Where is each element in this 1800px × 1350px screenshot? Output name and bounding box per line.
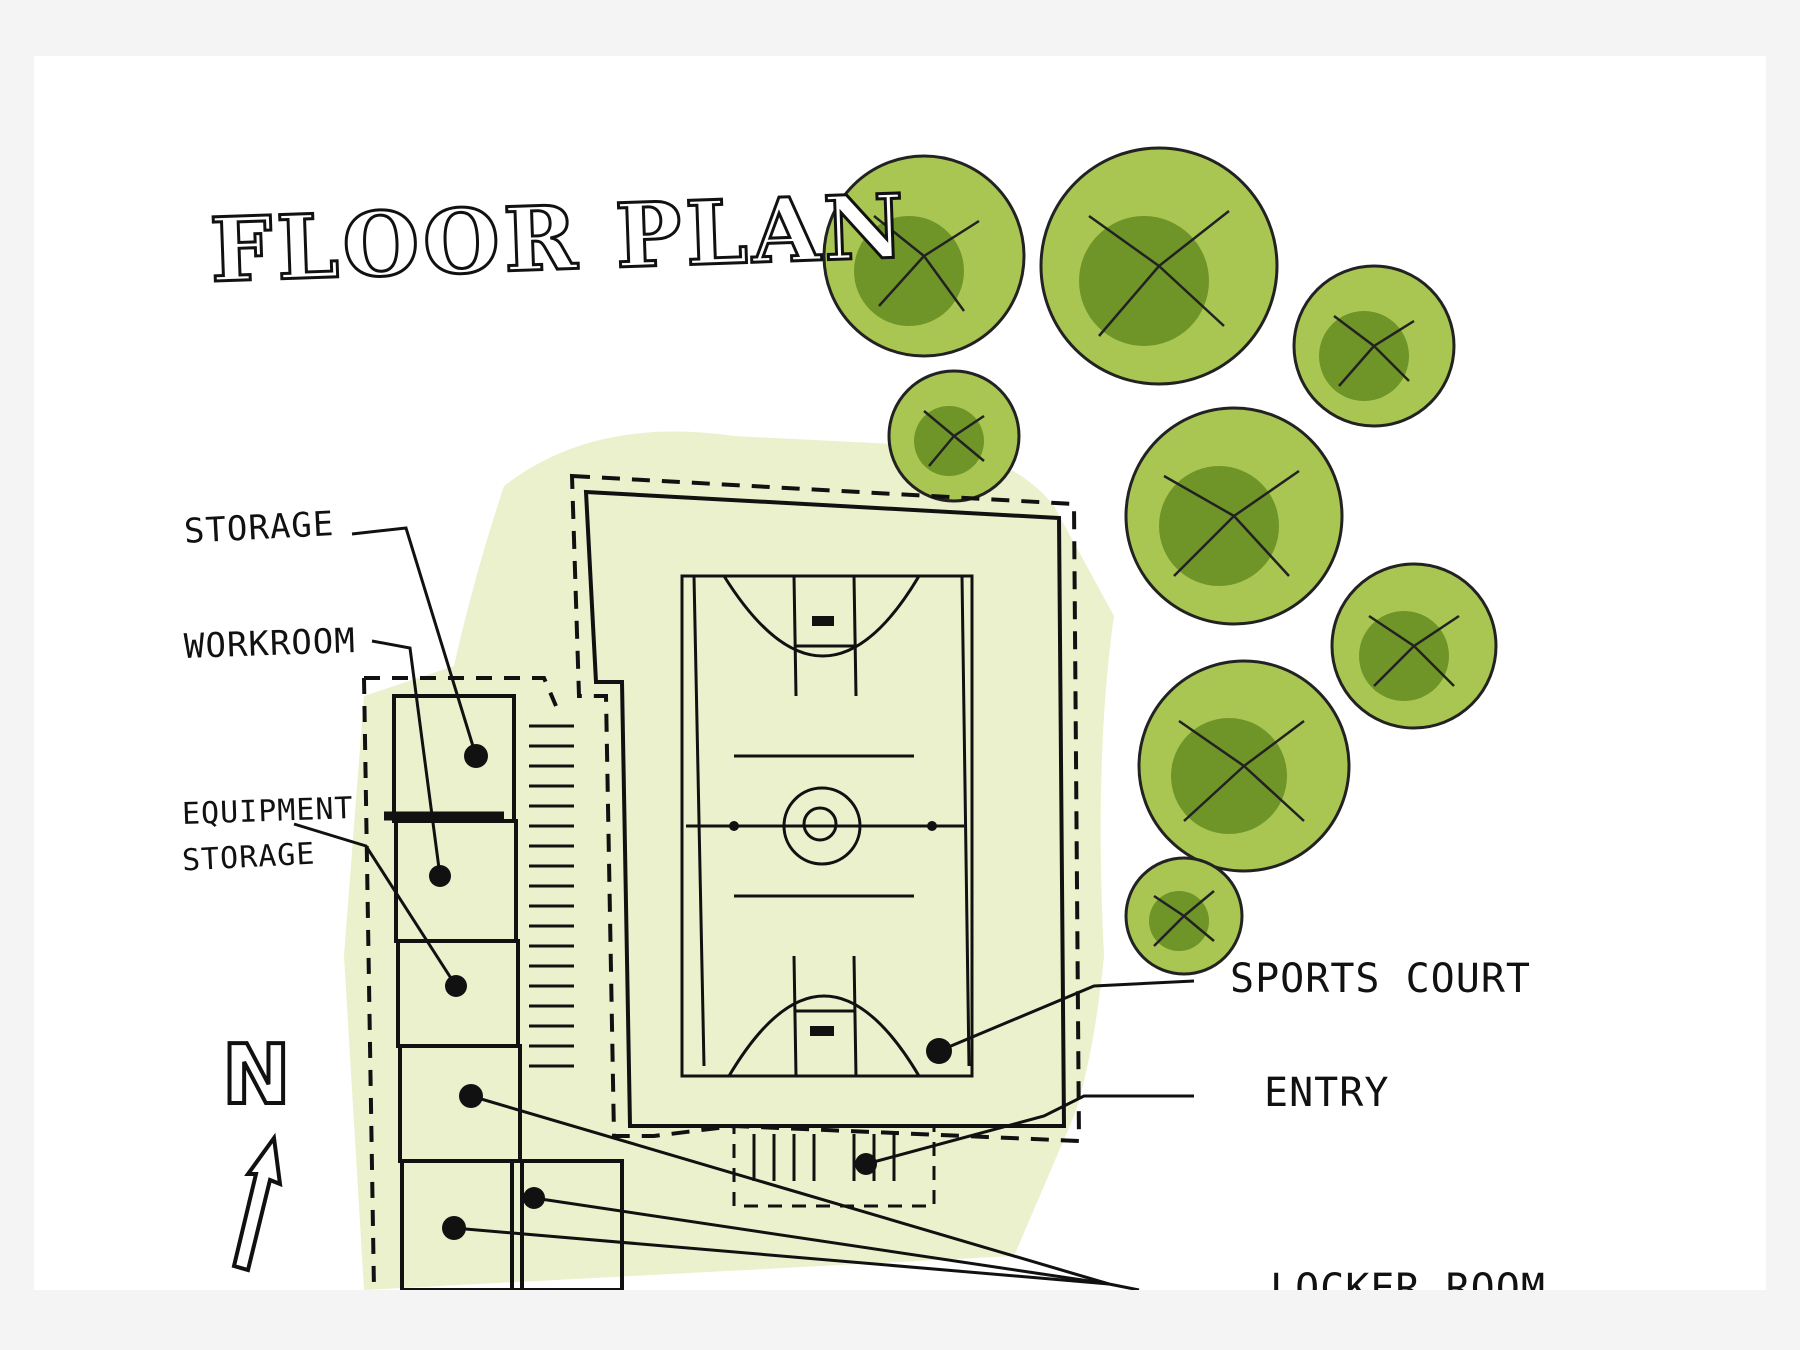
court-hoops [729, 616, 937, 1036]
label-storage-bottom: STORAGE [181, 836, 317, 879]
side-rooms [384, 694, 624, 1290]
label-sports-court: SPORTS COURT [1230, 956, 1531, 1002]
floor-plan-drawing [231, 146, 1498, 1290]
sketch-sheet: FLOOR PLAN STORAGE WORKROOM EQUIPMENT ST… [34, 56, 1766, 1290]
label-storage-top: STORAGE [183, 504, 336, 552]
court-lines [680, 574, 974, 1078]
north-label: N [220, 1026, 293, 1125]
label-locker-room: LOCKER ROOM [1270, 1266, 1546, 1290]
label-equipment: EQUIPMENT [181, 791, 355, 832]
bleachers [529, 724, 936, 1208]
building-outline [362, 473, 1082, 1290]
label-entry: ENTRY [1264, 1070, 1390, 1116]
label-workroom: WORKROOM [183, 621, 357, 667]
leader-lines [293, 526, 1195, 1290]
north-arrow-icon [231, 1132, 283, 1273]
tree-branches [873, 210, 1460, 947]
